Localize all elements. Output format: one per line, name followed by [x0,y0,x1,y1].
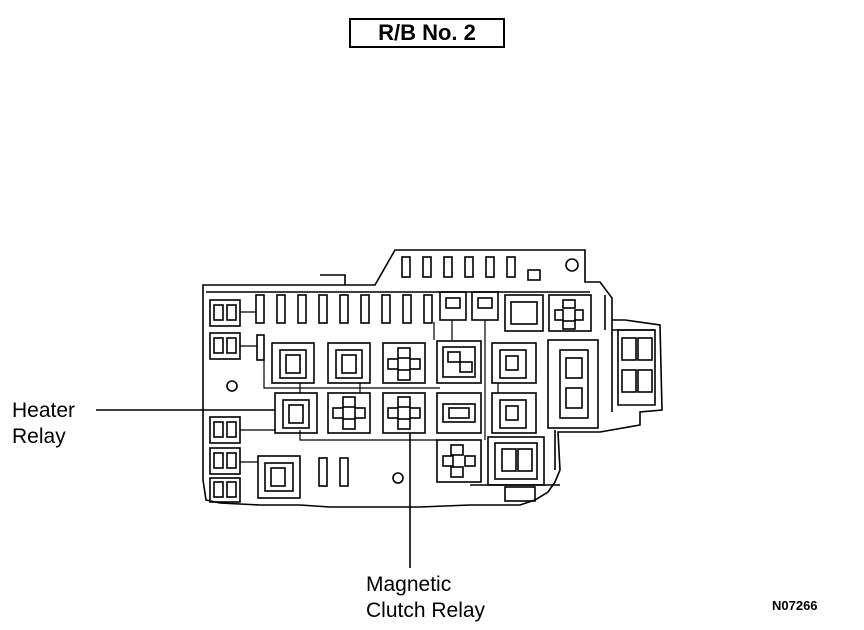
heater-relay [274,392,318,434]
upper-fuse-row [401,256,579,281]
magnetic-clutch-relay [382,392,426,434]
diagram-title: R/B No. 2 [349,18,505,48]
right-connectors [547,320,656,429]
heater-relay-label-line2: Relay [12,425,66,448]
relay-block-housing [202,249,663,508]
main-fuse-row [255,294,433,361]
left-relay-column [209,299,241,503]
relay-grid [257,340,545,502]
figure-code: N07266 [772,598,818,613]
heater-relay-label-line1: Heater [12,399,76,422]
magnetic-clutch-relay-label-line1: Magnetic [366,573,452,596]
magnetic-clutch-relay-label-line2: Clutch Relay [366,599,486,622]
top-right-small-relays [439,291,592,332]
internal-wiring [240,311,499,463]
